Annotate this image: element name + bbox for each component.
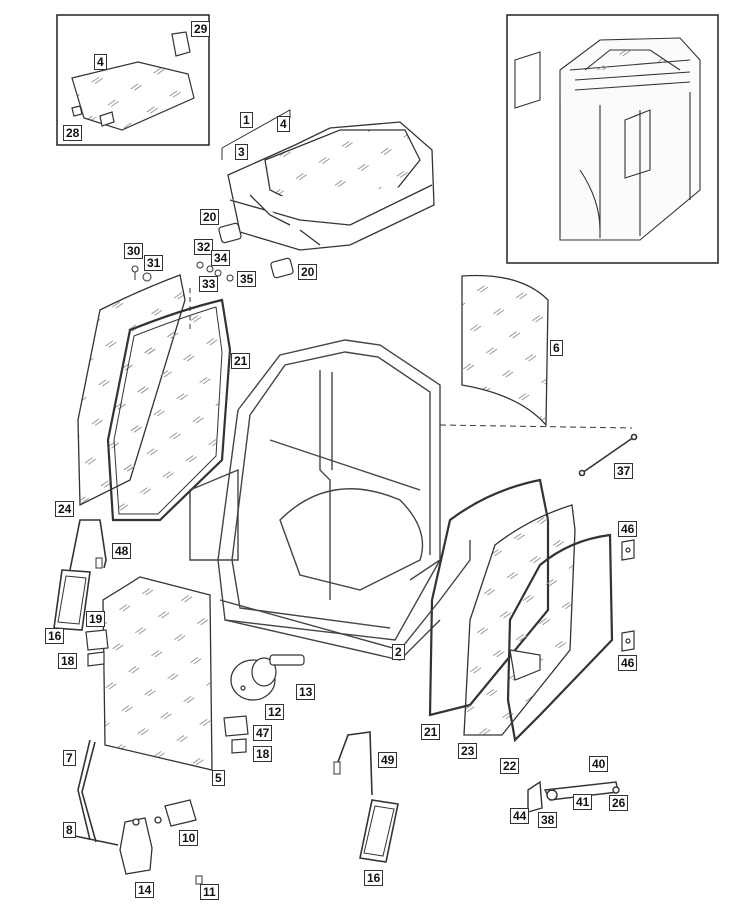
callout-4-inset: 4 (94, 54, 107, 70)
callout-22: 22 (500, 758, 520, 774)
callout-49: 49 (378, 752, 398, 768)
callout-1: 1 (240, 112, 253, 128)
callout-2: 2 (392, 644, 405, 660)
callout-41: 41 (573, 794, 593, 810)
roof-lamp-right (270, 257, 294, 279)
callout-10: 10 (179, 830, 199, 846)
wiper (69, 739, 119, 846)
callout-48: 48 (112, 543, 132, 559)
work-lamp-right (223, 715, 249, 754)
callout-13: 13 (296, 684, 316, 700)
gas-strut (578, 433, 638, 477)
rear-window (461, 274, 549, 427)
callout-47: 47 (253, 725, 273, 741)
callout-46-bottom: 46 (618, 655, 638, 671)
hinges (621, 539, 635, 652)
callout-28: 28 (63, 125, 83, 141)
mirror-arm-right (333, 731, 373, 796)
callout-6: 6 (550, 340, 563, 356)
callout-19: 19 (86, 611, 106, 627)
callout-8: 8 (63, 822, 76, 838)
callout-30: 30 (124, 243, 144, 259)
roof-assembly (227, 121, 435, 251)
callout-40: 40 (589, 756, 609, 772)
callout-46-top: 46 (618, 521, 638, 537)
roof-panel (71, 31, 195, 131)
callout-12: 12 (265, 704, 285, 720)
right-door-frame (506, 533, 614, 743)
mirror-arm-left (69, 519, 107, 571)
beacon (230, 657, 277, 701)
callout-24: 24 (55, 501, 75, 517)
callout-21-left: 21 (231, 353, 251, 369)
callout-35: 35 (237, 271, 257, 287)
callout-14: 14 (135, 882, 155, 898)
callout-38: 38 (538, 812, 558, 828)
callout-34: 34 (211, 250, 231, 266)
front-windscreen (102, 576, 213, 771)
callout-18-left: 18 (58, 653, 78, 669)
left-door-seal (106, 298, 232, 522)
callout-18-right: 18 (253, 746, 273, 762)
mirror-right (359, 799, 399, 863)
callout-16-right: 16 (364, 870, 384, 886)
cab-frame (189, 339, 471, 661)
fasteners-top (131, 261, 234, 282)
washer-reservoir (119, 817, 153, 875)
mirror-left (53, 569, 91, 631)
callout-29: 29 (191, 21, 211, 37)
callout-5: 5 (212, 770, 225, 786)
callout-11: 11 (200, 884, 219, 900)
callout-21-right: 21 (421, 724, 441, 740)
part1-bracket (221, 109, 291, 160)
callout-20-left: 20 (200, 209, 220, 225)
callout-26: 26 (609, 795, 629, 811)
right-door-glass (463, 504, 576, 736)
roof-lamp-left (218, 222, 242, 244)
callout-16-left: 16 (45, 628, 65, 644)
strut-leader (439, 424, 633, 429)
callout-23: 23 (458, 743, 478, 759)
callout-37: 37 (614, 463, 634, 479)
clip (195, 875, 203, 885)
door-handle (527, 780, 620, 813)
callout-4: 4 (277, 116, 290, 132)
assembled-cab (514, 37, 701, 241)
beacon-bracket (269, 654, 305, 666)
callout-32: 32 (194, 239, 214, 255)
wiper-motor (154, 799, 197, 827)
callout-44: 44 (510, 808, 530, 824)
callout-3: 3 (235, 144, 248, 160)
callout-31: 31 (144, 255, 164, 271)
callout-33: 33 (199, 276, 219, 292)
work-lamp-left (85, 629, 109, 667)
callout-20-right: 20 (298, 264, 318, 280)
callout-7: 7 (63, 750, 76, 766)
